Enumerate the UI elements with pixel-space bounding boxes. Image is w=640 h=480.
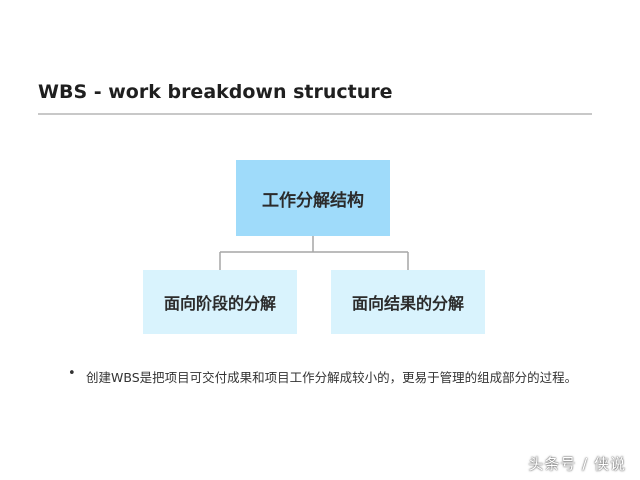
definition-note: 创建WBS是把项目可交付成果和项目工作分解成较小的，更易于管理的组成部分的过程。 bbox=[86, 370, 578, 385]
watermark: 头条号 / 侠说 bbox=[528, 455, 626, 473]
title-divider bbox=[38, 113, 592, 115]
slide-title: WBS - work breakdown structure bbox=[38, 81, 393, 103]
bullet-dot-icon: • bbox=[68, 366, 76, 381]
node-root: 工作分解结构 bbox=[236, 160, 390, 236]
node-child-phase: 面向阶段的分解 bbox=[143, 270, 297, 334]
node-child-result: 面向结果的分解 bbox=[331, 270, 485, 334]
